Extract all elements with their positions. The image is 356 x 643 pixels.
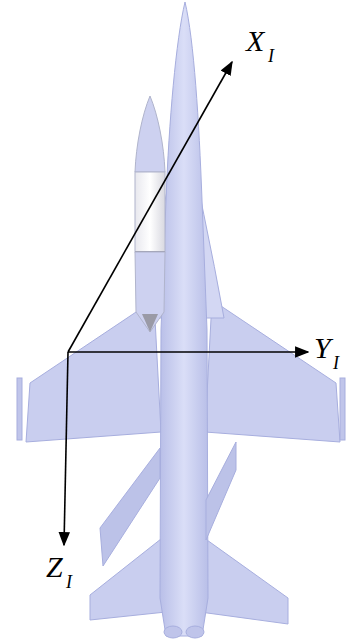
axis-subscript: I	[66, 573, 72, 591]
vertical-tail	[100, 448, 160, 566]
axis-name: X	[246, 26, 264, 56]
wing	[205, 300, 340, 442]
wingtip-rail	[340, 378, 345, 440]
axis-subscript: I	[333, 354, 339, 372]
horizontal-stabilizer	[200, 535, 288, 624]
pod-tip	[142, 314, 158, 332]
pod-nose	[135, 96, 165, 172]
axis-subscript: I	[268, 47, 274, 65]
pod-tail	[135, 252, 165, 332]
pod-body	[135, 172, 165, 252]
z-axis-arrow	[64, 352, 68, 545]
external-pod	[135, 96, 165, 332]
fuselage	[160, 2, 208, 636]
axis-name: Y	[314, 333, 331, 363]
wing	[26, 300, 161, 442]
engine-nozzle	[164, 626, 182, 638]
y-axis-arrow	[68, 351, 308, 353]
axis-name: Z	[46, 552, 63, 582]
wingtip-rail	[17, 378, 22, 440]
x-axis-arrow	[68, 62, 232, 352]
engine-nozzle	[186, 626, 204, 638]
vertical-tail	[206, 442, 236, 540]
